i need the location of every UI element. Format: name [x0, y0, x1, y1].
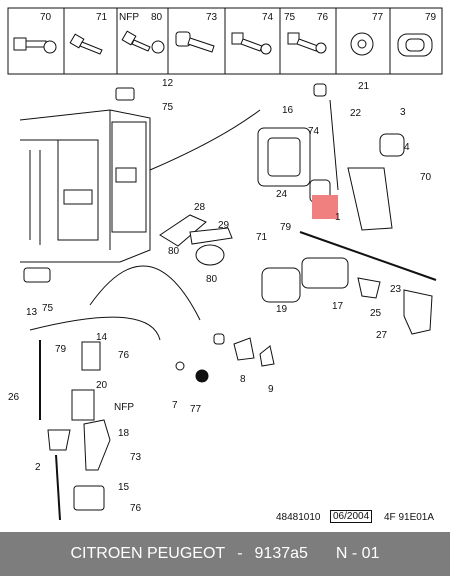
- header-label-73: 73: [206, 12, 218, 23]
- callout-4: 4: [404, 142, 410, 153]
- callout-79a: 79: [55, 344, 67, 355]
- header-label-70: 70: [40, 12, 52, 23]
- callout-19: 19: [276, 304, 288, 315]
- callout-24: 24: [276, 189, 288, 200]
- grommet-icon: [397, 33, 433, 57]
- callout-73: 73: [130, 452, 142, 463]
- callout-75a: 75: [162, 102, 174, 113]
- bolt-icon: [231, 32, 272, 55]
- lock-body: [347, 167, 393, 231]
- bracket: [259, 345, 275, 367]
- bracket: [71, 389, 95, 421]
- callout-28: 28: [194, 202, 206, 213]
- callout-74: 74: [308, 126, 320, 137]
- van-rear-outline: [19, 109, 151, 263]
- footer-page: N - 01: [335, 545, 380, 562]
- control-rod: [55, 454, 61, 521]
- clip: [47, 429, 71, 451]
- callout-25: 25: [370, 308, 382, 319]
- callout-16: 16: [282, 105, 294, 116]
- grommet-icon: [195, 369, 209, 383]
- callout-70: 70: [420, 172, 432, 183]
- hinge-plate: [189, 227, 233, 245]
- parts-diagram: 70 71 NFP 80 73 74 75 76 77 79: [7, 7, 443, 521]
- handle-lever: [83, 419, 111, 471]
- callout-15: 15: [118, 482, 130, 493]
- header-label-77: 77: [372, 12, 384, 23]
- control-rod: [299, 231, 437, 281]
- callout-22: 22: [350, 108, 362, 119]
- callout-2: 2: [35, 462, 41, 473]
- callout-14: 14: [96, 332, 108, 343]
- handle-recess: [267, 137, 301, 177]
- callout-3: 3: [400, 107, 406, 118]
- callout-7: 7: [172, 400, 178, 411]
- gasket: [261, 267, 301, 303]
- footer-brand: CITROEN PEUGEOT: [70, 545, 226, 562]
- detail-connector: [89, 265, 201, 321]
- lock-actuator: [403, 289, 433, 335]
- footer-part-number: 9137a5: [254, 545, 308, 562]
- header-label-75: 75: [284, 12, 296, 23]
- ref-number: 48481010: [276, 512, 321, 523]
- callout-76a: 76: [118, 350, 130, 361]
- hinge-plate: [159, 214, 207, 247]
- screw-icon: [69, 33, 103, 55]
- callout-8: 8: [240, 374, 246, 385]
- callout-79b: 79: [280, 222, 292, 233]
- callout-77: 77: [190, 404, 202, 415]
- ref-code: 4F 91E01A: [384, 512, 435, 523]
- callout-18: 18: [118, 428, 130, 439]
- callout-27: 27: [376, 330, 388, 341]
- footer-separator: -: [237, 545, 243, 562]
- washer-icon: [350, 32, 374, 56]
- callout-nfp: NFP: [114, 402, 134, 413]
- header-label-nfp: NFP: [119, 12, 139, 23]
- header-label-71: 71: [96, 12, 108, 23]
- bush: [213, 333, 225, 345]
- ref-date: 06/2004: [330, 510, 373, 523]
- detail-connector: [149, 109, 261, 171]
- bracket: [233, 337, 255, 361]
- bolt-icon: [175, 31, 215, 53]
- callout-71: 71: [256, 232, 268, 243]
- lock-cylinder: [379, 133, 405, 157]
- screw-icon: [121, 30, 165, 54]
- callout-12: 12: [162, 78, 174, 89]
- header-label-76: 76: [317, 12, 329, 23]
- mounting-plate: [73, 485, 105, 511]
- callout-13: 13: [26, 307, 38, 318]
- control-rod: [329, 99, 339, 191]
- detail-connector: [29, 316, 161, 341]
- callout-80b: 80: [206, 274, 218, 285]
- hinge-pin-housing: [195, 244, 225, 266]
- header-label-80: 80: [151, 12, 163, 23]
- callout-76b: 76: [130, 503, 142, 514]
- callout-9: 9: [268, 384, 274, 395]
- callout-29: 29: [218, 220, 230, 231]
- callout-20: 20: [96, 380, 108, 391]
- handle-bezel: [301, 257, 349, 289]
- header-label-74: 74: [262, 12, 274, 23]
- callout-26: 26: [8, 392, 20, 403]
- hinge-bracket: [23, 87, 137, 283]
- clip: [313, 83, 327, 97]
- footer-bar: CITROEN PEUGEOT - 9137a5 N - 01: [0, 532, 450, 576]
- callout-23: 23: [390, 284, 402, 295]
- callout-75b: 75: [42, 303, 54, 314]
- header-label-79: 79: [425, 12, 437, 23]
- screw-icon: [287, 32, 327, 54]
- highlight-region: [312, 195, 338, 219]
- bolt-icon: [175, 361, 185, 371]
- callout-80a: 80: [168, 246, 180, 257]
- bolt-icon: [13, 37, 57, 54]
- callout-1: 1: [335, 212, 341, 223]
- clip: [357, 277, 381, 299]
- callout-17: 17: [332, 301, 344, 312]
- callout-21: 21: [358, 81, 370, 92]
- bracket: [81, 341, 101, 371]
- parts-header-table: [7, 7, 443, 75]
